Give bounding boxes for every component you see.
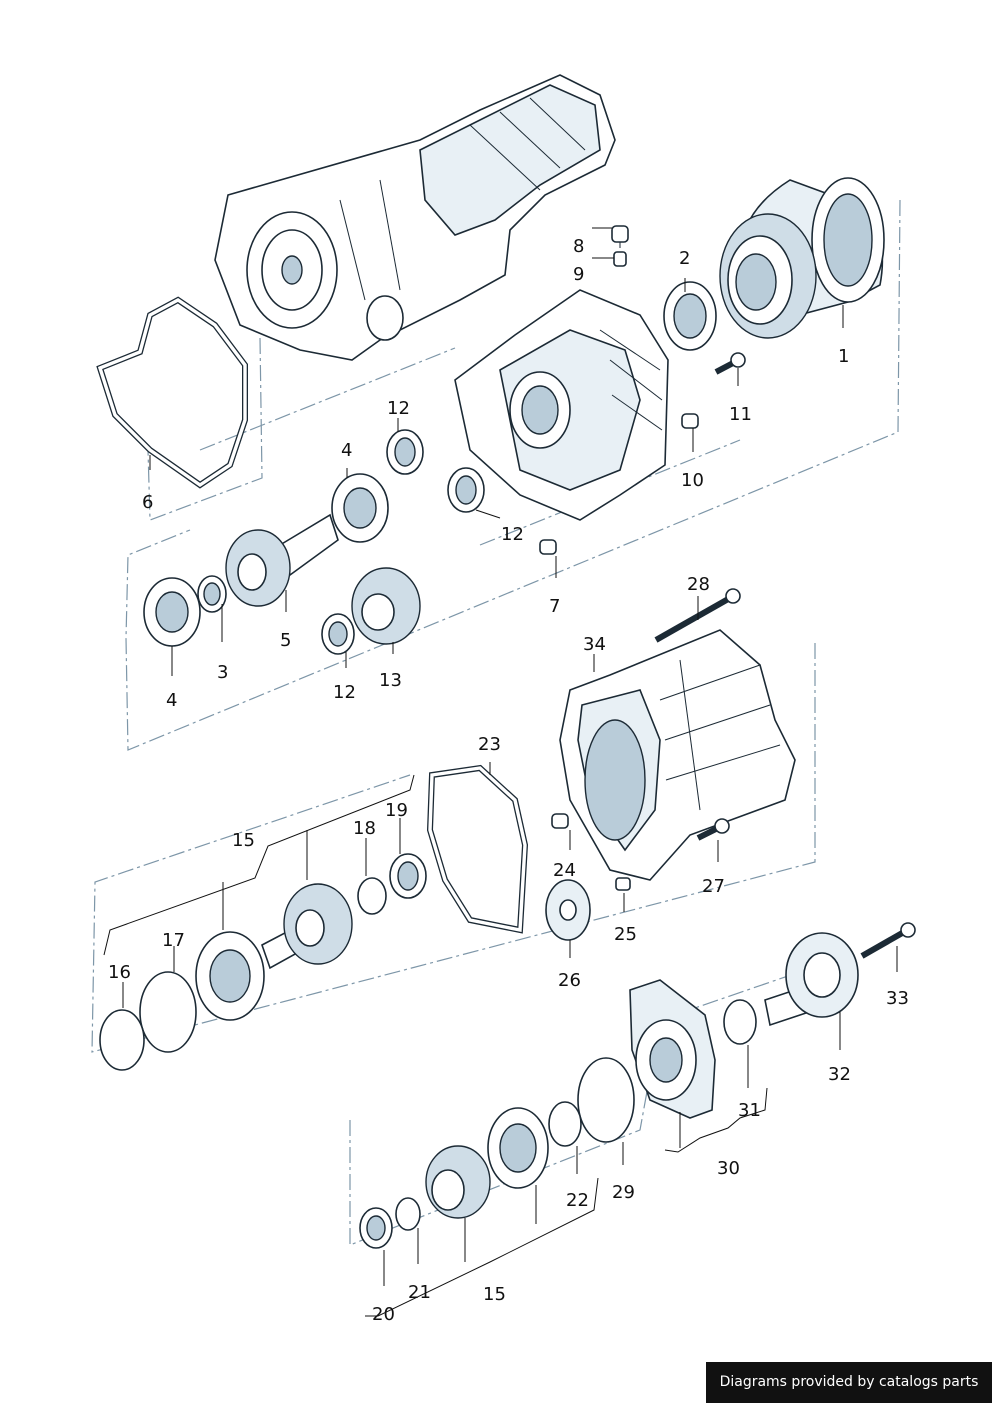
part-12-needle-bearing-upper: [386, 429, 424, 475]
part-12-needle-bearing-mid: [447, 467, 485, 513]
part-5-pinion-shaft: [225, 513, 339, 607]
part-3-ring: [197, 575, 227, 613]
part-12-needle-bearing-lower: [321, 613, 355, 655]
callout-2: 2: [679, 248, 690, 269]
callout-23: 23: [478, 734, 501, 755]
callout-17: 17: [162, 930, 185, 951]
callout-4-upper: 4: [341, 440, 352, 461]
callout-6: 6: [142, 492, 153, 513]
callout-15-upper: 15: [232, 830, 255, 851]
part-27-bolt: [696, 818, 730, 841]
part-8-plug: [611, 225, 629, 248]
callout-12-upper: 12: [387, 398, 410, 419]
callout-5: 5: [280, 630, 291, 651]
part-10-pin: [681, 413, 699, 429]
part-22-circlip: [548, 1101, 582, 1147]
part-6-gasket: [96, 296, 248, 489]
part-24-plug: [551, 813, 569, 829]
callout-33: 33: [886, 988, 909, 1009]
part-17-ball-bearing: [195, 931, 265, 1021]
part-4-ball-bearing-lower: [143, 577, 201, 647]
callout-18: 18: [353, 818, 376, 839]
callout-30: 30: [717, 1158, 740, 1179]
part-15-output-shaft-upper: [261, 883, 353, 970]
part-17-circlip: [139, 971, 197, 1053]
part-13-gear: [351, 567, 421, 645]
part-31-o-ring: [723, 999, 757, 1045]
callout-25: 25: [614, 924, 637, 945]
part-11-bolt: [714, 352, 746, 375]
callout-34: 34: [583, 634, 606, 655]
callout-9: 9: [573, 264, 584, 285]
callout-13: 13: [379, 670, 402, 691]
credit-badge: Diagrams provided by catalogs parts: [706, 1362, 992, 1403]
part-9-plug: [613, 251, 627, 267]
callout-27: 27: [702, 876, 725, 897]
part-32-flange-shaft: [764, 932, 859, 1027]
callout-31: 31: [738, 1100, 761, 1121]
callout-28: 28: [687, 574, 710, 595]
transmission-assembly: [214, 74, 616, 361]
callout-24: 24: [553, 860, 576, 881]
callout-19: 19: [385, 800, 408, 821]
part-4-ball-bearing-upper: [331, 473, 389, 543]
part-18-circlip: [357, 877, 387, 915]
part-15-output-shaft-lower: [425, 1145, 491, 1219]
callout-1: 1: [838, 346, 849, 367]
part-23-gasket: [426, 764, 529, 934]
part-7-pin: [539, 539, 557, 555]
callout-21: 21: [408, 1282, 431, 1303]
part-16-circlip: [99, 1009, 145, 1071]
callout-4-lower: 4: [166, 690, 177, 711]
leader-lines: [103, 227, 898, 1317]
callout-labels: 1 2 3 4 4 5 6 7 8 9 10 11 12 12 12 13 15…: [108, 236, 909, 1325]
part-33-bolt: [860, 922, 916, 959]
part-34-transfer-case: [559, 629, 796, 881]
part-21-circlip: [395, 1197, 421, 1231]
part-30-cover: [629, 979, 716, 1119]
callout-32: 32: [828, 1064, 851, 1085]
callout-8: 8: [573, 236, 584, 257]
callout-20: 20: [372, 1304, 395, 1325]
callout-7: 7: [549, 596, 560, 617]
callout-26: 26: [558, 970, 581, 991]
part-1-drum-housing: [719, 177, 885, 339]
part-15-ball-bearing-lower: [487, 1107, 549, 1189]
part-20-needle-bearing: [359, 1207, 393, 1249]
callout-16: 16: [108, 962, 131, 983]
callout-22: 22: [566, 1190, 589, 1211]
callout-29: 29: [612, 1182, 635, 1203]
callout-11: 11: [729, 404, 752, 425]
callout-3: 3: [217, 662, 228, 683]
intermediate-case: [454, 289, 669, 521]
part-19-needle-bearing: [389, 853, 427, 899]
part-28-long-bolt: [654, 588, 741, 643]
part-2-seal: [663, 281, 717, 351]
callout-12-mid: 12: [501, 524, 524, 545]
callout-10: 10: [681, 470, 704, 491]
part-29-o-ring: [577, 1057, 635, 1143]
callout-15-lower: 15: [483, 1284, 506, 1305]
callout-12-lower: 12: [333, 682, 356, 703]
part-25-plug: [615, 877, 631, 891]
part-26-oil-slinger: [545, 879, 591, 941]
